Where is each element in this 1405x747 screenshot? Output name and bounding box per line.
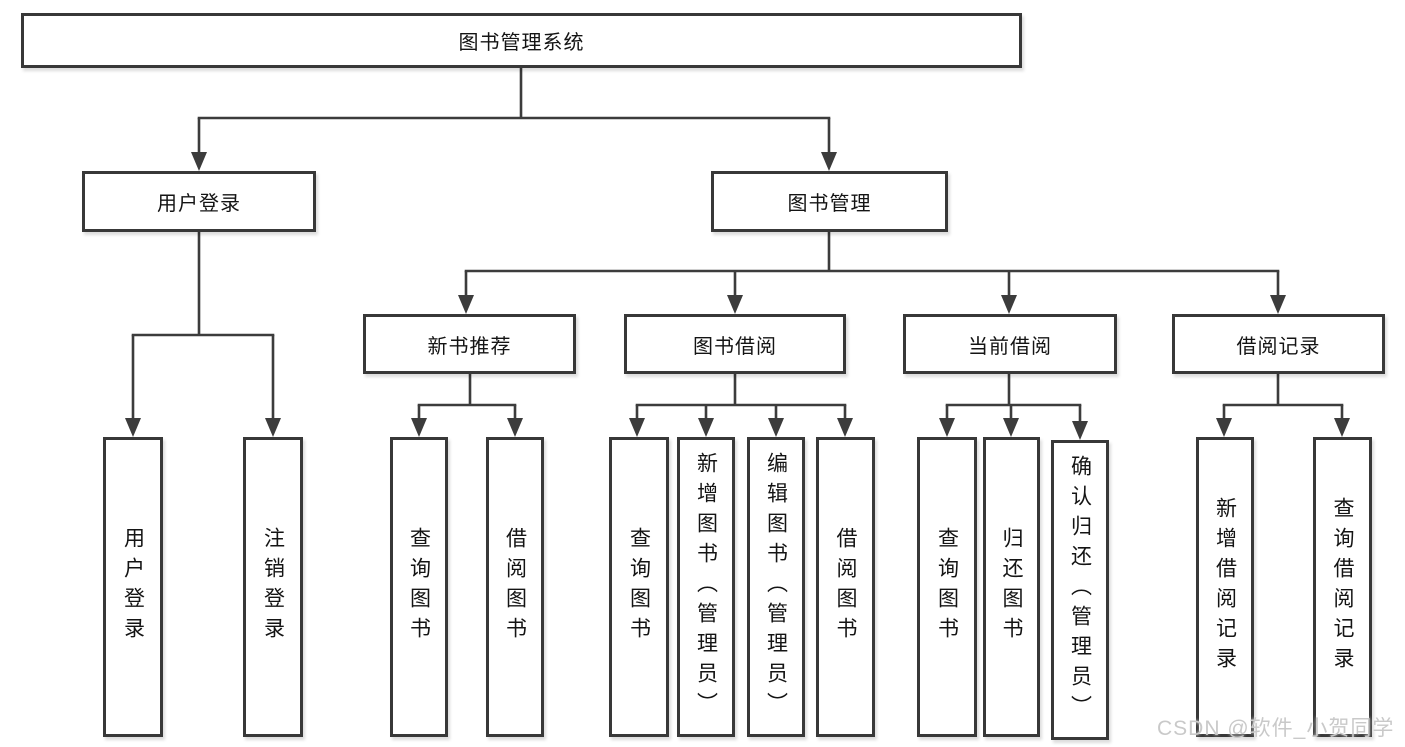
node-label: 查询借阅记录 <box>1331 497 1354 677</box>
node-label: 当前借阅 <box>968 335 1052 358</box>
leaf-query-borrow-record: 查询借阅记录 <box>1313 437 1372 737</box>
node-label: 借阅图书 <box>834 527 857 647</box>
node-label: 图书管理系统 <box>458 32 585 54</box>
node-current-borrowing: 当前借阅 <box>903 314 1117 374</box>
node-book-management: 图书管理 <box>711 171 948 232</box>
leaf-user-login: 用户登录 <box>103 437 163 737</box>
node-label: 查询图书 <box>935 527 959 647</box>
node-label: 查询图书 <box>407 527 431 647</box>
node-new-book-recommendation: 新书推荐 <box>363 314 576 374</box>
node-borrowing-records: 借阅记录 <box>1172 314 1385 374</box>
leaf-logout: 注销登录 <box>243 437 303 737</box>
node-library-management-system: 图书管理系统 <box>21 13 1022 68</box>
node-label: 注销登录 <box>261 527 285 647</box>
leaf-query-books-current: 查询图书 <box>917 437 977 737</box>
leaf-confirm-return-admin: 确认归还（管理员） <box>1051 440 1109 740</box>
node-label: 确认归还（管理员） <box>1068 455 1092 725</box>
leaf-edit-book-admin: 编辑图书（管理员） <box>747 437 805 737</box>
node-label: 图书管理 <box>787 193 872 215</box>
csdn-watermark: CSDN @软件_小贺同学 <box>1157 717 1395 740</box>
node-user-login: 用户登录 <box>82 171 316 232</box>
node-label: 新书推荐 <box>427 335 512 358</box>
leaf-add-book-admin: 新增图书（管理员） <box>677 437 735 737</box>
node-label: 用户登录 <box>157 193 241 215</box>
leaf-query-books-recommend: 查询图书 <box>390 437 448 737</box>
node-label: 编辑图书（管理员） <box>764 452 788 722</box>
node-label: 新增图书（管理员） <box>694 452 718 722</box>
leaf-borrow-books: 借阅图书 <box>816 437 875 737</box>
node-label: 借阅图书 <box>503 527 527 647</box>
node-label: 归还图书 <box>1000 527 1023 647</box>
node-label: 借阅记录 <box>1236 335 1321 358</box>
leaf-add-borrow-record: 新增借阅记录 <box>1196 437 1254 737</box>
leaf-return-books: 归还图书 <box>983 437 1040 737</box>
node-book-borrowing: 图书借阅 <box>624 314 846 374</box>
node-label: 图书借阅 <box>693 335 777 358</box>
leaf-query-books-borrow: 查询图书 <box>609 437 669 737</box>
node-label: 查询图书 <box>627 527 651 647</box>
node-label: 用户登录 <box>121 527 145 647</box>
node-label: 新增借阅记录 <box>1213 497 1237 677</box>
leaf-borrow-books-recommend: 借阅图书 <box>486 437 544 737</box>
